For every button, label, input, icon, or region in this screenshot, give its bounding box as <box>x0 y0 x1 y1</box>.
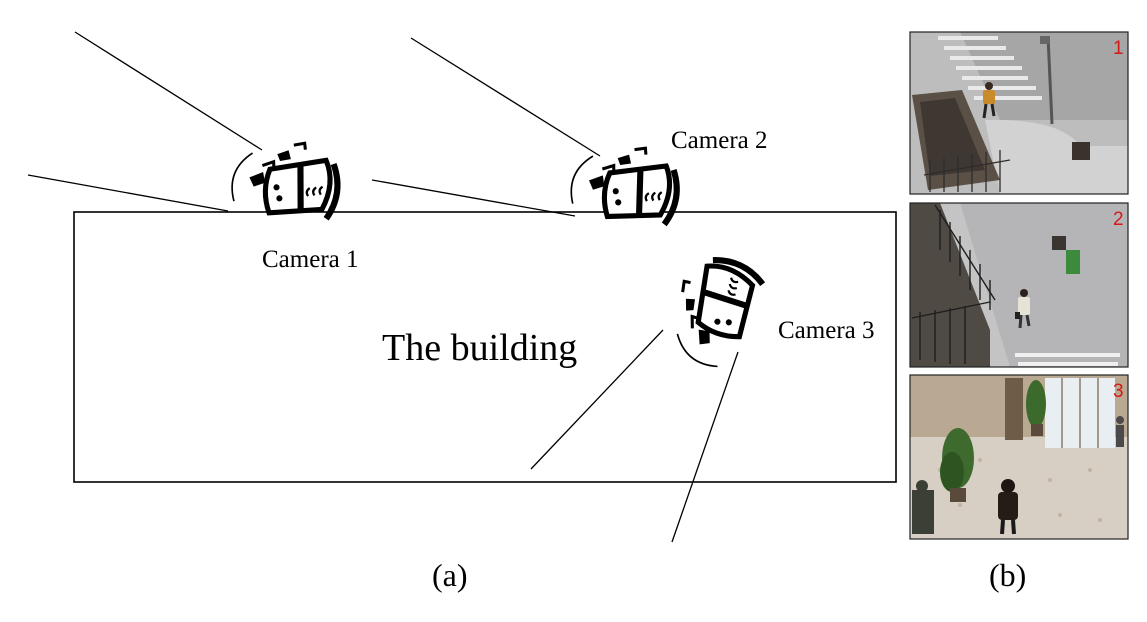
caption-b: (b) <box>989 557 1026 593</box>
potted-tree-icon <box>1026 380 1046 436</box>
building-outline <box>73 211 897 483</box>
view-3-number: 3 <box>1113 381 1124 402</box>
camera-2-label: Camera 2 <box>671 127 767 154</box>
view-1-number: 1 <box>1113 38 1124 59</box>
surveillance-camera-icon <box>566 133 686 232</box>
camera-3-label: Camera 3 <box>778 317 874 344</box>
walking-person-icon <box>1015 289 1031 329</box>
camera-view-2: 2 <box>909 202 1129 368</box>
walking-person-icon <box>982 82 996 119</box>
camera-view-1: 1 <box>909 31 1129 195</box>
camera-view-3: 3 <box>909 374 1129 540</box>
building-label: The building <box>382 327 577 369</box>
panel-a: Camera 1 Camera 2 Camera 3 The building … <box>27 31 897 593</box>
walking-person-icon <box>998 479 1018 535</box>
camera-1-label: Camera 1 <box>262 246 358 273</box>
caption-a: (a) <box>432 557 468 593</box>
view-2-number: 2 <box>1113 209 1124 230</box>
camera-2-view-cone <box>371 37 601 217</box>
camera-3-view-cone <box>530 329 739 543</box>
camera-1-view-cone <box>27 31 263 212</box>
panel-b: 1 <box>909 31 1129 593</box>
surveillance-camera-icon <box>653 245 771 373</box>
potted-tree-icon <box>940 428 974 502</box>
